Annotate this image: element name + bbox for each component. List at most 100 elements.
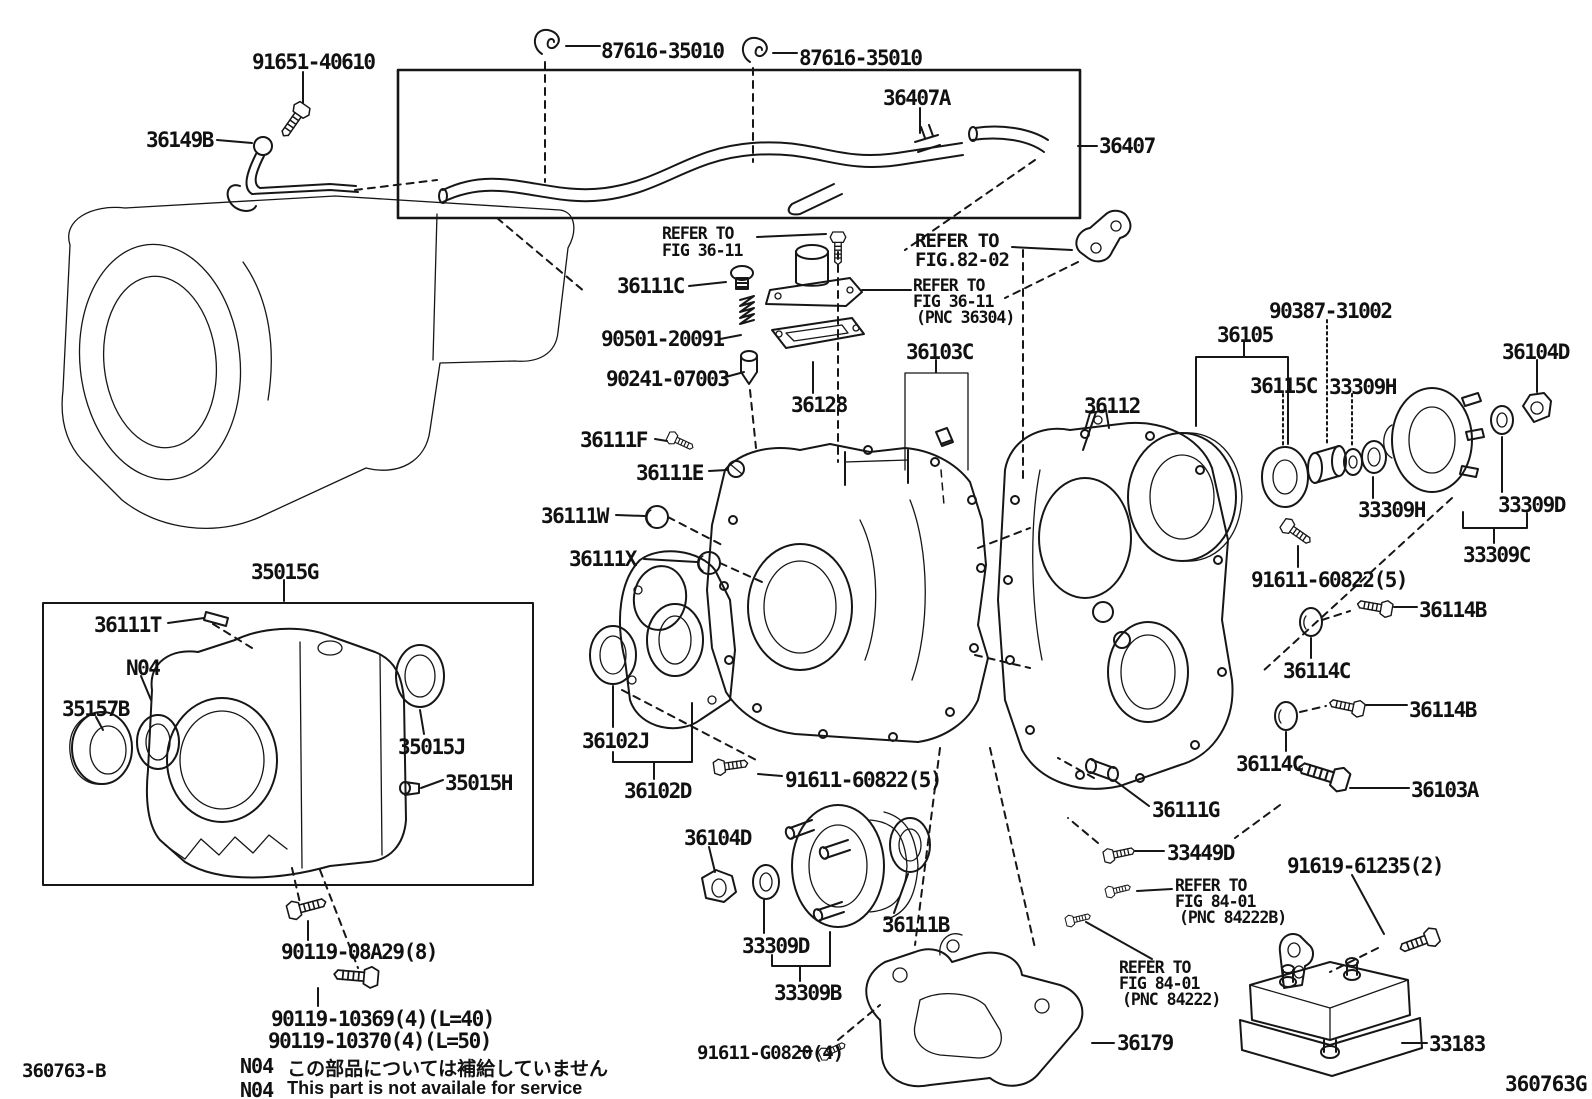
bolt-icon xyxy=(1101,842,1137,865)
hose-clip-icon xyxy=(533,28,560,55)
footnote-code: N04 xyxy=(240,1054,274,1078)
bottom-hub-set xyxy=(701,804,931,928)
rear-case xyxy=(997,409,1234,790)
part-label: FIG 36-11 xyxy=(662,241,743,260)
part-label: 33449D xyxy=(1167,841,1235,865)
part-label: 36111G xyxy=(1152,798,1220,822)
part-label: 87616-35010 xyxy=(601,39,725,63)
part-label: 36114B xyxy=(1409,698,1477,722)
breather-pipe xyxy=(226,136,359,212)
union-icon xyxy=(1064,909,1093,929)
footnote-japanese: N04 この部品については補給していません xyxy=(240,1054,608,1081)
plug-36111G xyxy=(1085,758,1119,782)
plug-36111E xyxy=(727,460,745,478)
part-label: (PNC 84222B) xyxy=(1179,908,1287,927)
bolt-icon xyxy=(1327,693,1367,719)
part-label: REFER TO xyxy=(1119,958,1191,977)
union-icon xyxy=(1104,880,1133,900)
part-label: 36407A xyxy=(883,86,951,110)
part-label: 91611-60822(5) xyxy=(1251,568,1409,592)
support-bracket xyxy=(865,933,1084,1088)
transfer-case-main xyxy=(706,443,989,743)
part-label: 91619-61235(2) xyxy=(1287,854,1445,878)
part-label: 36104D xyxy=(1502,340,1570,364)
part-label: 36179 xyxy=(1117,1031,1174,1055)
part-label: 36103A xyxy=(1411,778,1479,802)
part-label: 91651-40610 xyxy=(252,50,376,74)
bolt-icon xyxy=(1277,515,1316,550)
part-label: FIG 84-01 xyxy=(1119,974,1200,993)
part-label: 33309B xyxy=(774,981,842,1005)
part-label: 36407 xyxy=(1099,134,1156,158)
part-label: 33309D xyxy=(742,934,810,958)
part-label: 90501-20091 xyxy=(601,327,725,351)
part-label: N04 xyxy=(126,656,161,680)
part-label: 90387-31002 xyxy=(1269,299,1393,323)
drawing-code-left: 360763-B xyxy=(22,1060,107,1082)
part-label: 36111X xyxy=(569,547,637,571)
hose-clip-icon xyxy=(741,36,768,63)
part-label: 35015G xyxy=(251,560,319,584)
part-label: 36103C xyxy=(906,340,974,364)
part-label: 90241-07003 xyxy=(606,367,730,391)
bolt-icon xyxy=(1355,594,1395,619)
part-label: REFER TO xyxy=(662,224,734,243)
part-label: 36114B xyxy=(1419,598,1487,622)
part-label: 33309H xyxy=(1329,375,1397,399)
part-label: 36115C xyxy=(1250,374,1318,398)
bolt-icon xyxy=(284,892,329,922)
part-label: 91611-G0820(4) xyxy=(697,1042,844,1064)
mount-33183 xyxy=(1239,933,1423,1077)
washer-icon xyxy=(1299,607,1323,637)
leader-lines xyxy=(95,45,1538,1052)
part-label: REFER TO xyxy=(1175,876,1247,895)
part-label: FIG 36-11 xyxy=(913,292,994,311)
washer-icon xyxy=(1274,701,1298,731)
bolt-icon xyxy=(1396,925,1443,959)
footnote-text-jp: この部品については補給していません xyxy=(287,1059,609,1080)
part-label: REFER TO xyxy=(915,230,1000,252)
bolt-icon xyxy=(712,754,750,777)
part-label: (PNC 84222) xyxy=(1122,990,1221,1009)
sensor-and-gasket xyxy=(765,244,865,349)
part-label: 90119-10370(4)(L=50) xyxy=(268,1029,492,1053)
part-label: 90119-08A29(8) xyxy=(281,940,439,964)
part-label: 36111T xyxy=(94,613,162,637)
part-label: 36114C xyxy=(1236,752,1304,776)
part-label: 36128 xyxy=(791,393,848,417)
stay-bracket xyxy=(1075,209,1132,263)
dotted-callout-lines xyxy=(1282,319,1353,449)
part-label: 36111F xyxy=(580,428,648,452)
front-retainer-and-seals xyxy=(589,550,736,730)
extension-housing-box xyxy=(42,602,534,886)
part-label: FIG.82-02 xyxy=(915,249,1010,271)
part-label: 87616-35010 xyxy=(799,46,923,70)
part-label: FIG 84-01 xyxy=(1175,892,1256,911)
part-label: 36112 xyxy=(1084,394,1141,418)
hose-assembly-box xyxy=(396,68,1082,220)
part-label: 36114C xyxy=(1283,659,1351,683)
footnote-english: N04 This part is not availale for servic… xyxy=(240,1078,582,1099)
retainer-and-output-flange xyxy=(1127,387,1552,562)
drawing-code-right: 360763G xyxy=(1505,1072,1588,1096)
part-label: 35015J xyxy=(398,735,466,759)
part-label: 36105 xyxy=(1217,323,1274,347)
part-label: 36111C xyxy=(617,274,685,298)
ring-36111W xyxy=(645,505,669,529)
stud-36103C-box xyxy=(904,372,969,506)
part-label: 36102D xyxy=(624,779,692,803)
part-label: 36111B xyxy=(882,913,950,937)
part-label: (PNC 36304) xyxy=(916,308,1015,327)
part-label: 35157B xyxy=(62,697,130,721)
part-label: REFER TO xyxy=(913,276,985,295)
part-label: 33183 xyxy=(1429,1032,1486,1056)
part-label: 36102J xyxy=(582,729,650,753)
part-label: 33309D xyxy=(1498,493,1566,517)
part-label: 36111E xyxy=(636,461,704,485)
transmission-outline xyxy=(61,195,575,529)
bolt-icon xyxy=(275,99,314,142)
bolt-icon xyxy=(664,429,697,455)
footnote-text-en: This part is not availale for service xyxy=(287,1078,583,1098)
